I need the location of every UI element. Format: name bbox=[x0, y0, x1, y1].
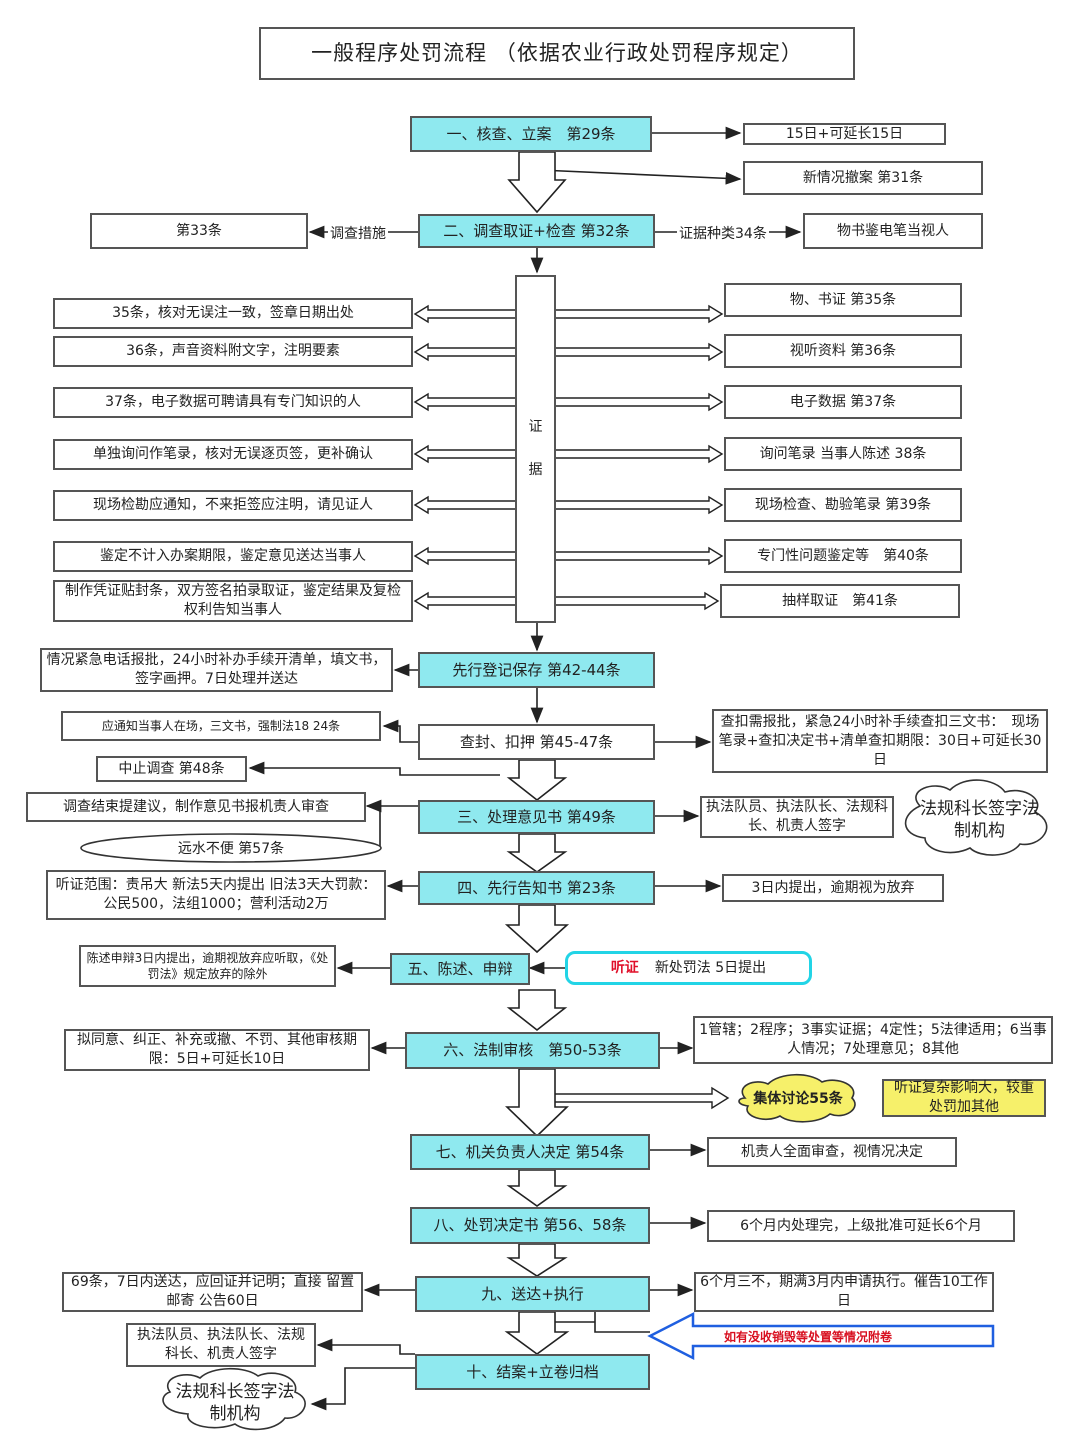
evidence-rule-39: 现场检勘应通知，不来拒签应注明，请见证人 bbox=[53, 490, 413, 521]
pre-registration-rules: 情况紧急电话报批，24小时补办手续开清单，填文书，签字画押。7日处理并送达 bbox=[40, 648, 393, 692]
step-9-delivery: 九、送达+执行 bbox=[415, 1276, 650, 1312]
evidence-rule-36: 36条，声音资料附文字，注明要素 bbox=[53, 336, 413, 367]
hearing-box: 听证 新处罚法 5日提出 bbox=[565, 951, 812, 985]
review-items-box: 1管辖；2程序；3事实证据；4定性；5法律适用；6当事人情况；7处理意见；8其他 bbox=[693, 1016, 1053, 1064]
step-seal-detain: 查封、扣押 第45-47条 bbox=[418, 724, 655, 760]
evidence-rule-38: 单独询问作笔录，核对无误逐页签，更补确认 bbox=[53, 439, 413, 470]
evidence-rule-41: 制作凭证贴封条，双方签名拍录取证，鉴定结果及复检权利告知当事人 bbox=[53, 580, 413, 622]
evidence-type-40: 专门性问题鉴定等 第40条 bbox=[724, 539, 962, 573]
step-2-investigate: 二、调查取证+检查 第32条 bbox=[418, 214, 655, 248]
hearing-scope-box: 听证范围：责吊大 新法5天内提出 旧法3天大罚款：公民500，法组1000；营利… bbox=[46, 870, 386, 920]
step-6-legal-review: 六、法制审核 第50-53条 bbox=[405, 1032, 660, 1069]
evidence-char-1: 证 bbox=[528, 419, 543, 435]
archive-signers-box: 执法队员、执法队长、法规科长、机责人签字 bbox=[126, 1323, 316, 1367]
evidence-types-box: 物书鉴电笔当视人 bbox=[803, 213, 983, 249]
evidence-rule-37: 37条，电子数据可聘请具有专门知识的人 bbox=[53, 387, 413, 418]
step-7-decision: 七、机关负责人决定 第54条 bbox=[410, 1134, 650, 1170]
collective-discussion-cloud: 集体讨论55条 bbox=[753, 1090, 843, 1107]
cloud-final-legal-sign: 法规科长签字法制机构 bbox=[175, 1382, 295, 1424]
step-5-statement: 五、陈述、申辩 bbox=[390, 953, 530, 985]
execution-rules-box: 6个月三不，期满3月内申请执行。催告10工作日 bbox=[694, 1272, 994, 1312]
opinion-rules-left: 调查结束提建议，制作意见书报机责人审查 bbox=[26, 792, 366, 822]
evidence-type-37: 电子数据 第37条 bbox=[724, 385, 962, 419]
hearing-complex-box: 听证复杂影响大，较重处罚加其他 bbox=[882, 1079, 1046, 1117]
evidence-types-label: 证据种类34条 bbox=[677, 223, 769, 243]
notice-deadline-box: 3日内提出，逾期视为放弃 bbox=[722, 874, 944, 902]
evidence-type-36: 视听资料 第36条 bbox=[724, 334, 962, 368]
evidence-column: 证 据 bbox=[515, 275, 556, 623]
seal-rules-right: 查扣需报批，紧急24小时补手续查扣三文书： 现场笔录+查扣决定书+清单查扣期限：… bbox=[712, 709, 1048, 773]
opinion-signers: 执法队员、执法队长、法规科长、机责人签字 bbox=[700, 796, 894, 838]
hearing-red-label: 听证 bbox=[610, 959, 639, 976]
page-title: 一般程序处罚流程 （依据农业行政处罚程序规定） bbox=[259, 27, 855, 80]
evidence-type-35: 物、书证 第35条 bbox=[724, 283, 962, 317]
step-8-penalty-decision: 八、处罚决定书 第56、58条 bbox=[410, 1207, 650, 1244]
evidence-char-2: 据 bbox=[528, 462, 543, 478]
hearing-rule-text: 新处罚法 5日提出 bbox=[654, 959, 767, 976]
evidence-rule-35: 35条，核对无误注一致，签章日期出处 bbox=[53, 298, 413, 329]
step-3-opinion: 三、处理意见书 第49条 bbox=[418, 800, 655, 834]
step-1-register: 一、核查、立案 第29条 bbox=[410, 116, 652, 152]
step-10-archive: 十、结案+立卷归档 bbox=[415, 1354, 650, 1390]
cloud-article-57: 远水不便 第57条 bbox=[177, 840, 285, 857]
evidence-type-38: 询问笔录 当事人陈述 38条 bbox=[724, 437, 962, 471]
head-review-box: 机责人全面审查，视情况决定 bbox=[707, 1137, 957, 1167]
article-33-box: 第33条 bbox=[90, 213, 308, 249]
statement-rules-box: 陈述申辩3日内提出，逾期视放弃应听取，《处罚法》规定放弃的除外 bbox=[79, 945, 336, 987]
measures-label: 调查措施 bbox=[328, 223, 388, 243]
delivery-rules-box: 69条，7日内送达，应回证并记明；直接 留置 邮寄 公告60日 bbox=[62, 1272, 363, 1312]
withdraw-case-box: 新情况撤案 第31条 bbox=[743, 161, 983, 195]
step-pre-registration: 先行登记保存 第42-44条 bbox=[418, 652, 655, 688]
review-options-box: 拟同意、纠正、补充或撤、不罚、其他审核期限：5日+可延长10日 bbox=[64, 1029, 370, 1071]
confiscation-note: 如有没收销毁等处置等情况附卷 bbox=[724, 1330, 893, 1344]
decision-deadline-box: 6个月内处理完，上级批准可延长6个月 bbox=[707, 1210, 1015, 1242]
evidence-rule-40: 鉴定不计入办案期限，鉴定意见送达当事人 bbox=[53, 541, 413, 572]
evidence-type-41: 抽样取证 第41条 bbox=[720, 584, 960, 618]
step-4-prior-notice: 四、先行告知书 第23条 bbox=[418, 871, 655, 905]
deadline-box: 15日+可延长15日 bbox=[743, 123, 946, 145]
suspend-investigation-box: 中止调查 第48条 bbox=[96, 756, 247, 782]
evidence-type-39: 现场检查、勘验笔录 第39条 bbox=[724, 488, 962, 522]
cloud-legal-sign: 法规科长签字法制机构 bbox=[920, 799, 1039, 841]
cloud-57-shape bbox=[80, 833, 382, 863]
seal-rules-left: 应通知当事人在场，三文书，强制法18 24条 bbox=[61, 711, 381, 741]
